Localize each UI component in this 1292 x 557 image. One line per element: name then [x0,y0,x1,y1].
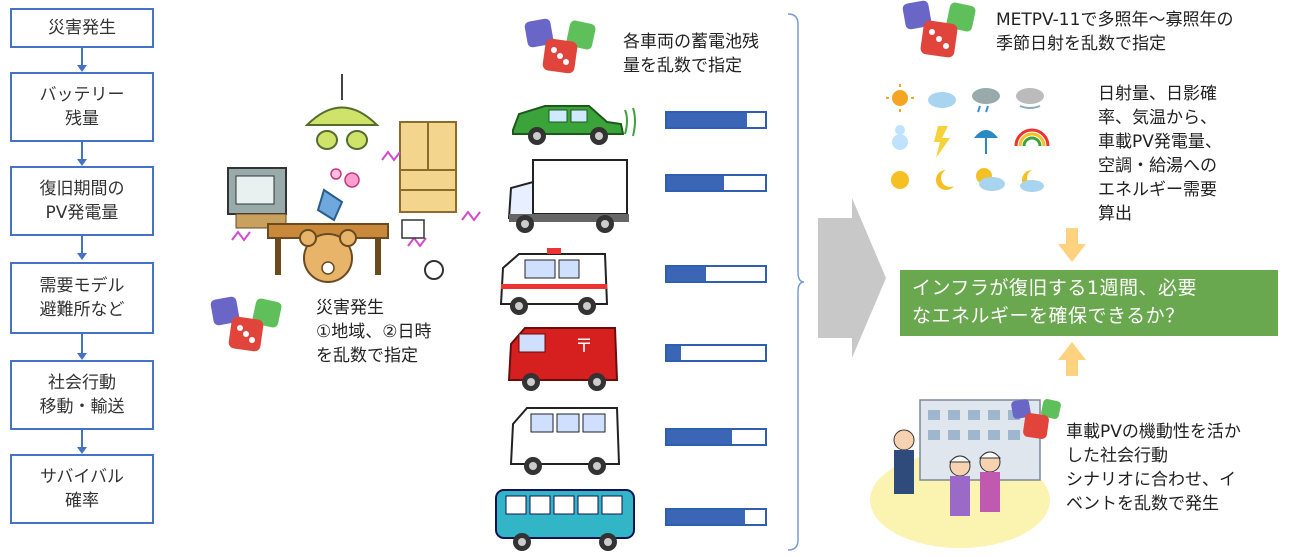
ambulance-icon [499,248,609,315]
social-action-caption: 車載PVの機動性を活か した社会行動 シナリオに合わせ、イ ベントを乱数で発生 [1066,422,1241,514]
weather-caption-top: METPV-11で多照年～寡照年の 季節日射を乱数で指定 [996,10,1234,54]
flow-step-disaster: 災害発生 [10,8,154,48]
flow-step-social-action: 社会行動 移動・輸送 [10,360,154,430]
dice-icon [1011,399,1061,439]
svg-text:〒: 〒 [575,336,593,357]
white-van-icon [509,407,621,475]
earthquake-illustration [227,74,481,283]
flow-arrow [77,334,87,360]
battery-bar-fill [667,267,707,281]
flow-arrow [77,48,87,72]
battery-bar-fill [667,346,681,360]
weather-caption-right: 日射量、日影確 率、気温から、 車載PV発電量、 空調・給湯への エネルギー需要… [1098,84,1222,224]
flow-step-demand-model: 需要モデル 避難所など [10,262,154,334]
up-arrow-icon [1058,342,1086,376]
goal-box: インフラが復旧する1週間、必要 なエネルギーを確保できるか？ [900,270,1278,336]
battery-bar-fill [667,113,748,127]
truck-icon [507,159,629,233]
dice-icon [902,0,976,58]
battery-bar-white-van [665,428,767,446]
battery-bar-fill [667,510,746,524]
dice-icon [524,18,596,74]
battery-bar-post-van [665,344,767,362]
down-arrow-icon [1058,228,1086,262]
weather-icons-grid [886,84,1050,192]
battery-bar-ambulance [665,265,767,283]
bus-icon [495,489,635,551]
social-action-illustration [870,399,1050,548]
battery-bar-green-car [665,111,767,129]
flow-step-survival: サバイバル 確率 [10,454,154,524]
flow-arrow [77,430,87,454]
green-car-icon [512,105,636,145]
battery-bar-fill [667,430,732,444]
dice-icon [210,296,282,352]
vehicle-battery-caption: 各車両の蓄電池残 量を乱数で指定 [623,32,759,76]
bracket [787,13,805,551]
disaster-caption: 災害発生 ①地域、②日時 を乱数で指定 [316,298,432,366]
battery-bar-bus [665,508,767,526]
post-van-icon: 〒 [507,327,619,391]
flow-step-pv-output: 復旧期間の PV発電量 [10,166,154,236]
flow-arrow [77,236,87,260]
flow-step-battery: バッテリー 残量 [10,72,154,142]
battery-bar-truck [665,174,767,192]
battery-bar-fill [667,176,724,190]
flow-arrow [77,142,87,166]
big-arrow-icon [818,198,886,358]
